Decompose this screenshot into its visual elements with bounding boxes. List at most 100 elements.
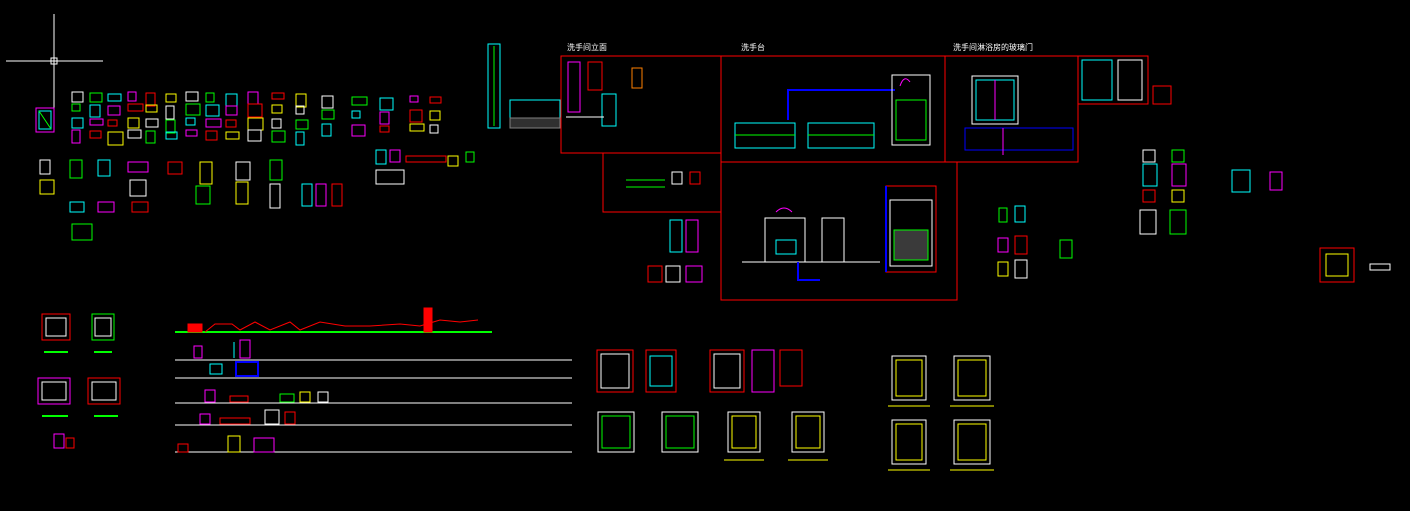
wash-basin-section-detail bbox=[742, 185, 937, 281]
cad-symbol bbox=[1139, 209, 1157, 235]
cad-symbol bbox=[69, 201, 85, 213]
cad-symbol bbox=[225, 119, 237, 128]
cad-symbol bbox=[235, 181, 249, 205]
cad-symbol bbox=[409, 123, 425, 132]
cad-symbol bbox=[1325, 253, 1349, 277]
cad-symbol bbox=[429, 96, 442, 104]
bottom-right-plan-details bbox=[888, 355, 994, 471]
cad-symbol bbox=[998, 207, 1008, 223]
cad-symbol bbox=[295, 93, 307, 108]
washroom-elevation-detail bbox=[487, 43, 643, 129]
cad-symbol bbox=[225, 131, 240, 140]
cad-symbol bbox=[465, 151, 475, 163]
cad-symbol bbox=[199, 161, 213, 185]
cad-symbol bbox=[185, 103, 201, 116]
cad-symbol bbox=[131, 201, 149, 213]
cad-symbol bbox=[321, 109, 335, 120]
cad-symbol bbox=[145, 92, 156, 107]
cad-symbol bbox=[375, 149, 387, 165]
cad-symbol bbox=[89, 130, 102, 139]
wash-basin-title: 洗手台 bbox=[741, 43, 765, 52]
elevation-frames bbox=[560, 55, 1172, 301]
cad-symbol bbox=[1231, 169, 1251, 193]
symbol-library-block bbox=[35, 107, 55, 133]
cad-symbol bbox=[321, 123, 332, 137]
cad-symbol bbox=[301, 183, 313, 207]
cad-symbol bbox=[185, 91, 199, 102]
cad-symbol bbox=[247, 103, 263, 118]
cad-symbol bbox=[97, 159, 111, 177]
cad-symbol bbox=[429, 110, 441, 121]
cad-symbol bbox=[1014, 205, 1026, 223]
shower-glass-door-detail bbox=[964, 59, 1143, 155]
cad-symbol bbox=[205, 118, 222, 128]
cad-symbol bbox=[1142, 149, 1156, 163]
cad-symbol bbox=[1142, 189, 1156, 203]
cad-symbol bbox=[1171, 189, 1185, 203]
cad-symbol bbox=[205, 104, 220, 117]
cad-symbol bbox=[107, 105, 121, 116]
cad-symbol bbox=[89, 104, 101, 118]
cad-symbol bbox=[127, 117, 140, 129]
fixture-elevation-strips bbox=[175, 307, 572, 453]
cad-symbol bbox=[315, 183, 327, 207]
cad-crosshair-cursor-icon bbox=[6, 14, 103, 108]
cad-symbol bbox=[89, 118, 104, 126]
cad-symbol bbox=[235, 161, 251, 181]
cad-symbol bbox=[1269, 171, 1283, 191]
cad-symbol bbox=[321, 95, 334, 109]
right-plan-symbols bbox=[997, 149, 1391, 283]
cad-symbol bbox=[351, 110, 361, 119]
cad-symbol bbox=[447, 155, 459, 167]
cad-symbol bbox=[295, 105, 305, 115]
cad-symbol bbox=[195, 185, 211, 205]
cad-symbol bbox=[145, 130, 156, 144]
cad-symbol bbox=[351, 96, 368, 106]
cad-symbol bbox=[107, 93, 122, 102]
cad-symbol bbox=[127, 103, 144, 112]
cad-symbol bbox=[39, 159, 51, 175]
cad-symbol bbox=[165, 105, 175, 120]
cad-symbol bbox=[89, 92, 103, 103]
cad-symbol bbox=[379, 125, 390, 133]
bottom-plan-details bbox=[596, 349, 828, 461]
cad-symbol bbox=[271, 130, 286, 143]
cad-symbol bbox=[107, 131, 124, 146]
cad-symbol bbox=[225, 93, 238, 107]
cad-symbol bbox=[205, 130, 218, 141]
cad-symbol bbox=[429, 124, 439, 134]
cad-symbol bbox=[145, 118, 159, 128]
cad-symbol bbox=[375, 169, 405, 185]
cad-symbol bbox=[97, 201, 115, 213]
cad-symbol bbox=[1171, 163, 1187, 187]
cad-symbol bbox=[247, 117, 264, 131]
cad-symbol bbox=[107, 119, 118, 127]
cad-symbol bbox=[1171, 149, 1185, 163]
cad-symbol bbox=[409, 95, 419, 103]
cad-symbol bbox=[295, 119, 309, 130]
cad-symbol bbox=[379, 111, 390, 125]
cad-symbol bbox=[1014, 235, 1028, 255]
cad-symbol bbox=[271, 92, 285, 100]
cad-symbol bbox=[165, 93, 177, 103]
cad-symbol bbox=[225, 105, 238, 116]
cad-symbol bbox=[1369, 263, 1391, 271]
cad-symbol bbox=[129, 179, 147, 197]
cad-symbol bbox=[1059, 239, 1073, 259]
cad-symbol bbox=[167, 161, 183, 175]
cad-symbol bbox=[145, 104, 158, 113]
cad-symbol bbox=[69, 159, 83, 179]
wash-basin-detail bbox=[734, 74, 931, 149]
mid-detail-frame-content bbox=[626, 171, 703, 283]
cad-symbol bbox=[39, 179, 55, 195]
cad-symbol bbox=[1142, 163, 1158, 187]
cad-symbol bbox=[247, 91, 259, 105]
cad-symbol bbox=[1014, 259, 1028, 279]
cad-symbol bbox=[1169, 209, 1187, 235]
cad-symbol bbox=[185, 117, 196, 126]
cad-symbol bbox=[1319, 247, 1355, 283]
cad-symbol bbox=[127, 161, 149, 173]
cad-symbol bbox=[331, 183, 343, 207]
cad-symbol bbox=[165, 131, 178, 140]
